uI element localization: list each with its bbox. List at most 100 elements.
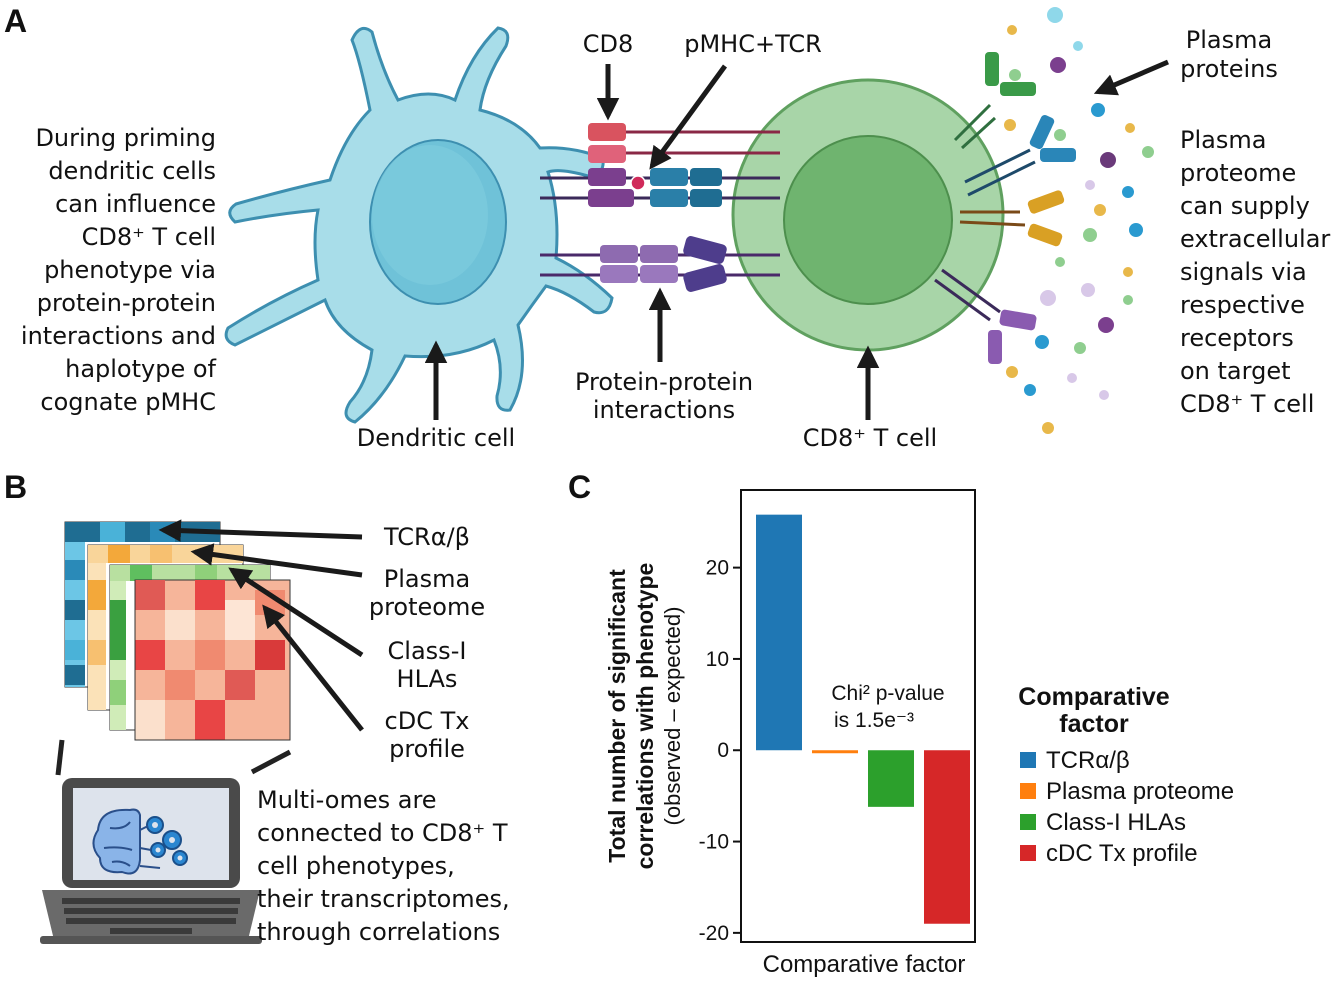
tcr-molecule (650, 168, 688, 186)
legend-label: cDC Tx profile (1046, 840, 1198, 867)
bars (756, 514, 970, 924)
receptor-interactions (540, 123, 780, 292)
bar-tcr (756, 514, 802, 751)
mhc-molecule (588, 168, 626, 186)
laptop-icon (40, 778, 262, 944)
cd8-molecule (588, 145, 626, 163)
annotation-text-2: is 1.5e⁻³ (834, 709, 914, 732)
layer-arrow-cdc (262, 604, 364, 732)
ligand-molecule (600, 245, 638, 263)
heatmap-stack (64, 521, 291, 741)
layer-label-hla-line1: Class-I (388, 637, 467, 665)
left-text-line: During priming (35, 124, 216, 152)
cd8-molecule (588, 123, 626, 141)
x-axis-label: Comparative factor (763, 951, 966, 978)
plot-frame (740, 489, 976, 943)
left-text-line: haplotype of (65, 355, 216, 383)
mhc-molecule (588, 189, 634, 207)
layer-label-plasma-line2: proteome (369, 593, 485, 621)
right-text-line: can supply (1180, 192, 1310, 220)
right-text-line: CD8⁺ T cell (1180, 390, 1314, 418)
cd8-t-cell-label: CD8⁺ T cell (803, 424, 937, 452)
legend-swatch (1020, 845, 1036, 861)
panel-c-letter: C (568, 469, 591, 505)
ligand-molecule (600, 265, 638, 283)
plasma-receptors (934, 52, 1076, 364)
right-text-line: signals via (1180, 258, 1307, 286)
plasma-protein-dots (1004, 7, 1154, 434)
bar-plasma-proteome (812, 750, 858, 754)
receptor-molecule (683, 236, 727, 264)
caption-line: through correlations (257, 918, 500, 946)
y-axis-label-line2: correlations with phenotype (632, 563, 658, 870)
left-text-line: CD8⁺ T cell (82, 223, 216, 251)
legend-label: Plasma proteome (1046, 778, 1234, 805)
bar-class-i-hlas (868, 750, 914, 807)
ppi-label-line2: interactions (593, 396, 735, 424)
panel-a-right-text: Plasma proteome can supply extracellular… (1180, 126, 1330, 418)
y-tick-label: -20 (699, 922, 729, 945)
left-text-line: phenotype via (44, 256, 216, 284)
y-axis-label-line1: Total number of significant (604, 569, 630, 863)
bar-cdc-tx-profile (924, 750, 970, 924)
layer-label-hla-line2: HLAs (397, 665, 458, 693)
caption-line: connected to CD8⁺ T (257, 819, 508, 847)
dendritic-cell-illustration (224, 26, 614, 424)
connector-line (55, 739, 65, 776)
right-text-line: respective (1180, 291, 1305, 319)
pmhc-tcr-label: pMHC+TCR (684, 30, 822, 58)
right-text-line: proteome (1180, 159, 1296, 187)
panel-a-left-text: During priming dendritic cells can influ… (21, 124, 217, 416)
layer-label-tcr: TCRα/β (383, 523, 470, 551)
dendritic-cell-label: Dendritic cell (357, 424, 515, 452)
connector-line (250, 749, 292, 775)
annotation-line1: Chi² p-value (831, 682, 944, 705)
annotation-line2: is 1.5e⁻³ (834, 709, 914, 732)
brain-gears-icon (92, 808, 188, 875)
cd8-t-cell-illustration (731, 78, 1005, 352)
tcr-molecule (690, 168, 722, 186)
right-text-line: receptors (1180, 324, 1294, 352)
cd8-label: CD8 (583, 30, 634, 58)
layer-label-cdc-line2: profile (389, 735, 465, 763)
legend-swatch (1020, 752, 1036, 768)
legend-swatch (1020, 814, 1036, 830)
legend-title-line2: factor (1059, 710, 1129, 738)
tcr-molecule (650, 189, 688, 207)
ppi-label-line1: Protein-protein (575, 368, 753, 396)
caption-line: Multi-omes are (257, 786, 437, 814)
right-text-line: on target (1180, 357, 1291, 385)
left-text-line: protein-protein (37, 289, 216, 317)
legend-title-line1: Comparative (1018, 683, 1170, 711)
right-text-line: extracellular (1180, 225, 1330, 253)
plasma-proteins-label-line2: proteins (1180, 55, 1278, 83)
bar-chart: 20 10 0 -10 -20 Chi² p-value is 1.5e⁻³ Total… (604, 489, 1234, 978)
left-text-line: interactions and (21, 322, 216, 350)
caption-line: their transcriptomes, (257, 885, 510, 913)
panel-a-letter: A (4, 3, 27, 39)
legend-label: TCRα/β (1046, 747, 1130, 774)
y-tick-label: 10 (706, 648, 729, 671)
receptor-molecule (683, 264, 727, 292)
left-text-line: can influence (55, 190, 216, 218)
ligand-molecule (640, 265, 678, 283)
panel-b-letter: B (4, 469, 27, 505)
ligand-molecule (640, 245, 678, 263)
layer-arrow-plasma (190, 543, 363, 578)
y-tick-label: 20 (706, 557, 729, 580)
pmhc-tcr-arrow (649, 64, 728, 170)
panel-b-caption: Multi-omes are connected to CD8⁺ T cell … (257, 786, 510, 946)
layer-label-plasma-line1: Plasma (384, 565, 470, 593)
layer-label-cdc-line1: cDC Tx (385, 707, 470, 735)
left-text-line: cognate pMHC (40, 388, 216, 416)
peptide (630, 175, 646, 191)
tcr-molecule (690, 189, 722, 207)
plasma-proteins-label-line1: Plasma (1186, 26, 1272, 54)
left-text-line: dendritic cells (48, 157, 216, 185)
caption-line: cell phenotypes, (257, 852, 455, 880)
y-tick-label: -10 (699, 831, 729, 854)
y-tick-label: 0 (717, 739, 729, 762)
plasma-proteins-arrow (1093, 59, 1169, 96)
